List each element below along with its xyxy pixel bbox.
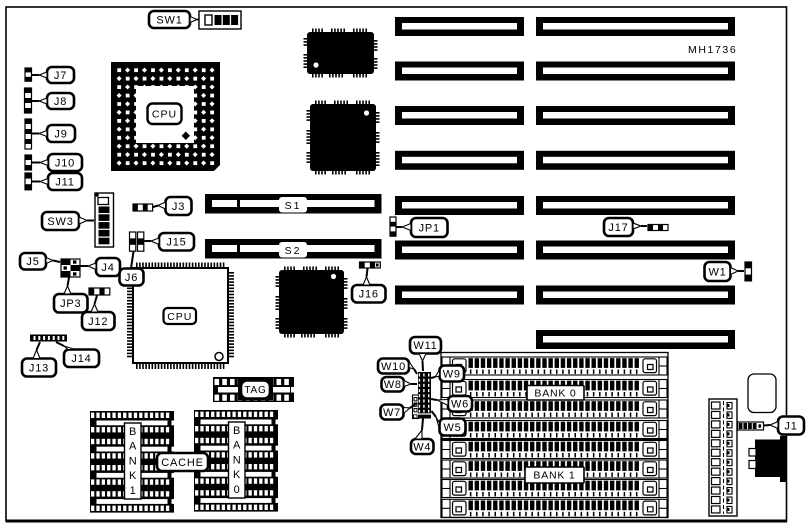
- svg-text:W8: W8: [384, 379, 402, 391]
- svg-text:B: B: [233, 425, 240, 437]
- svg-text:W4: W4: [413, 441, 431, 453]
- svg-text:N: N: [129, 455, 137, 467]
- svg-text:J1: J1: [784, 420, 797, 432]
- svg-text:W1: W1: [708, 266, 726, 278]
- svg-text:N: N: [233, 454, 241, 466]
- svg-text:A: A: [233, 440, 241, 452]
- svg-text:J7: J7: [54, 70, 67, 82]
- svg-text:J11: J11: [55, 176, 74, 188]
- svg-text:CPU: CPU: [152, 109, 177, 121]
- svg-text:W7: W7: [383, 407, 401, 419]
- svg-text:W10: W10: [381, 361, 406, 373]
- svg-text:0: 0: [234, 484, 240, 496]
- svg-text:SW1: SW1: [156, 14, 182, 26]
- svg-text:A: A: [129, 441, 137, 453]
- svg-text:J4: J4: [101, 262, 114, 274]
- svg-text:J3: J3: [172, 201, 185, 213]
- svg-text:JP3: JP3: [60, 298, 81, 310]
- svg-text:MH1736: MH1736: [688, 44, 737, 56]
- svg-text:1: 1: [130, 485, 136, 497]
- svg-text:J14: J14: [71, 353, 91, 365]
- svg-text:K: K: [233, 469, 241, 481]
- svg-text:S2: S2: [285, 245, 302, 257]
- svg-text:B: B: [129, 426, 136, 438]
- svg-text:J12: J12: [88, 316, 108, 328]
- svg-text:K: K: [129, 470, 137, 482]
- svg-text:BANK 1: BANK 1: [533, 470, 575, 482]
- svg-text:CACHE: CACHE: [161, 457, 204, 469]
- svg-text:SW3: SW3: [47, 216, 73, 228]
- svg-text:W11: W11: [413, 340, 437, 352]
- svg-text:CPU: CPU: [167, 311, 192, 323]
- svg-text:W5: W5: [443, 422, 461, 434]
- svg-text:JP1: JP1: [419, 222, 440, 234]
- svg-text:J10: J10: [55, 157, 75, 169]
- svg-text:W9: W9: [443, 368, 461, 380]
- svg-text:J13: J13: [29, 362, 49, 374]
- svg-text:J9: J9: [54, 128, 67, 140]
- svg-text:J6: J6: [125, 272, 138, 284]
- svg-text:W6: W6: [451, 399, 469, 411]
- svg-text:J16: J16: [359, 289, 379, 301]
- svg-text:J15: J15: [166, 237, 186, 249]
- svg-text:J5: J5: [26, 256, 39, 268]
- svg-text:J8: J8: [54, 96, 67, 108]
- svg-text:J17: J17: [608, 222, 628, 234]
- svg-text:TAG: TAG: [244, 385, 266, 396]
- svg-text:S1: S1: [285, 200, 302, 212]
- svg-text:BANK 0: BANK 0: [534, 387, 576, 399]
